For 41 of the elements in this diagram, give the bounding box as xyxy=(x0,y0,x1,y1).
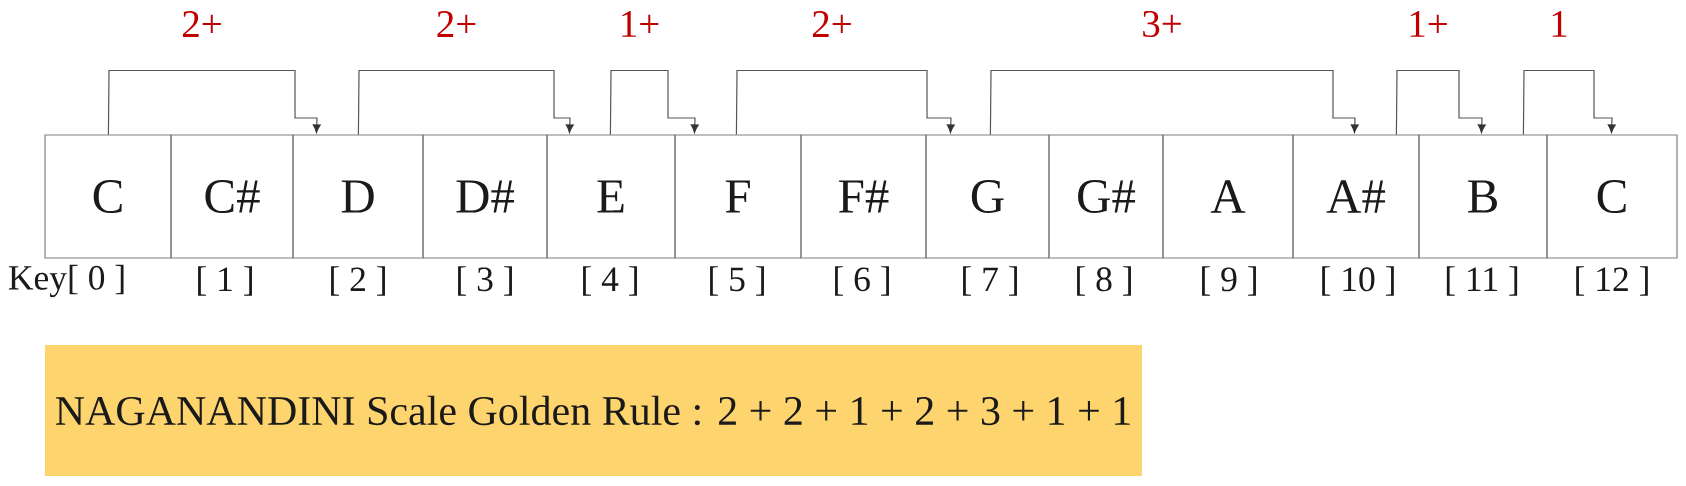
key-index-label: [ 10 ] xyxy=(1322,266,1394,296)
arrow xyxy=(609,69,699,135)
arrow xyxy=(1522,69,1616,135)
key-index-label: [ 4 ] xyxy=(583,266,637,296)
key-index-label: [ 9 ] xyxy=(1202,266,1256,296)
edge-label: 1+ xyxy=(622,11,659,37)
arrow xyxy=(357,69,574,135)
arrow xyxy=(1395,69,1486,135)
note-box: G xyxy=(925,134,1050,259)
note-box: C xyxy=(44,134,172,259)
edge-label: 2+ xyxy=(183,11,221,37)
note-box: E xyxy=(546,134,676,259)
note-box: F# xyxy=(800,134,927,259)
note-box: G# xyxy=(1048,134,1164,259)
note-box: A# xyxy=(1292,134,1420,259)
note-box: F xyxy=(674,134,802,259)
edge-label: 2+ xyxy=(812,11,851,37)
key-index-label: [ 8 ] xyxy=(1077,266,1131,296)
key-index-label: [ 2 ] xyxy=(331,266,385,296)
note-box: A xyxy=(1162,134,1294,259)
key-index-label: [ 5 ] xyxy=(710,266,764,296)
note-box: D# xyxy=(422,134,548,259)
note-box: C# xyxy=(170,134,294,259)
key-index-label: [ 3 ] xyxy=(458,266,512,296)
key-index-label: Key[ 0 ] xyxy=(8,264,124,298)
edge-label: 2+ xyxy=(437,11,476,37)
arrow xyxy=(989,69,1359,135)
key-index-label: [ 6 ] xyxy=(835,266,889,296)
key-index-label: [ 11 ] xyxy=(1446,266,1518,296)
note-box: D xyxy=(292,134,424,259)
arrow xyxy=(107,69,321,135)
rule-banner: NAGANANDINI Scale Golden Rule : 2 + 2 + 1 + 2 + 3 + 1 + 1 xyxy=(45,345,1142,476)
note-box: C xyxy=(1546,134,1678,259)
edge-label: 3+ xyxy=(1143,10,1181,38)
arrow xyxy=(735,69,955,135)
key-index-label: [ 12 ] xyxy=(1576,266,1648,296)
note-box: B xyxy=(1418,134,1548,259)
edge-label: 1+ xyxy=(1410,11,1447,37)
edge-label: 1 xyxy=(1552,11,1567,37)
key-index-label: [ 1 ] xyxy=(198,266,252,296)
key-index-label: [ 7 ] xyxy=(963,266,1017,296)
